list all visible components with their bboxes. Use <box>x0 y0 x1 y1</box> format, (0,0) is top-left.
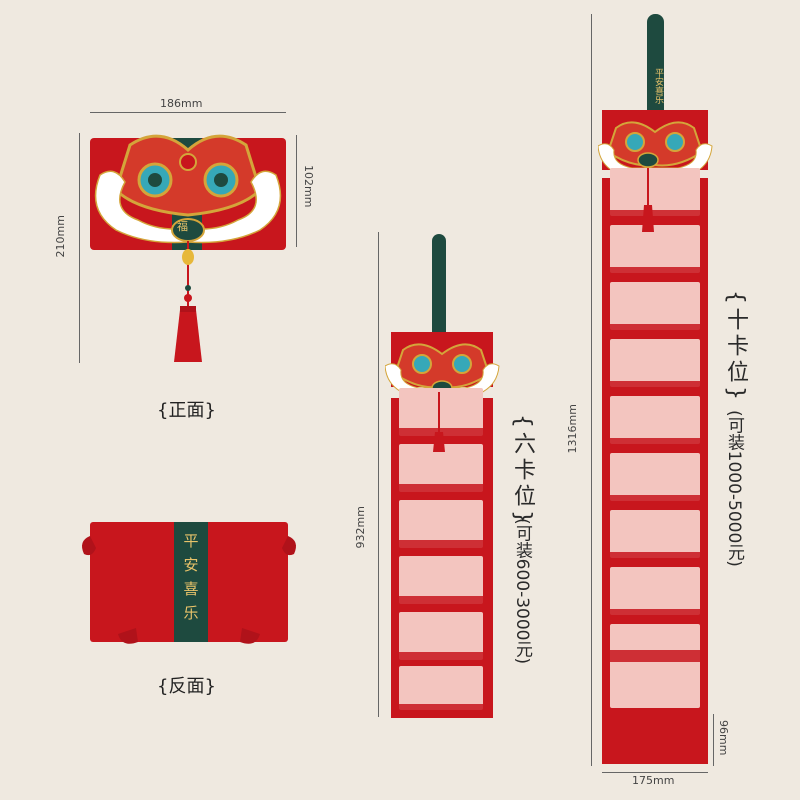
six-subtitle: (可装600-3000元) <box>512 518 532 665</box>
back-caption: {反面} <box>157 676 216 697</box>
front-height-label: 102mm <box>302 165 315 208</box>
front-seal-char: 福 <box>177 220 188 233</box>
ten-height-line <box>591 14 592 766</box>
ten-bottom-label: 96mm <box>717 720 730 756</box>
ten-bottom-line <box>713 714 714 766</box>
ten-strip-image <box>598 110 713 764</box>
ten-title: {十卡位} <box>723 290 748 404</box>
back-band-text: 平 安 喜 乐 <box>174 530 208 623</box>
front-envelope-image <box>90 134 286 362</box>
front-total-height-line <box>79 133 80 363</box>
front-caption: {正面} <box>157 400 216 421</box>
six-notes <box>399 388 483 710</box>
band-char: 乐 <box>183 604 199 622</box>
back-envelope-image <box>82 522 296 644</box>
band-char: 平 <box>183 532 199 550</box>
six-stick <box>432 234 446 338</box>
ten-stick <box>647 14 664 124</box>
ten-width-line <box>602 772 708 773</box>
ten-height-label: 1316mm <box>566 404 579 454</box>
front-width-label: 186mm <box>160 97 203 110</box>
ten-subtitle: (可装1000-5000元) <box>724 410 744 567</box>
band-char: 喜 <box>183 580 199 598</box>
front-width-line <box>90 112 286 113</box>
ten-stick-text: 平安喜乐 <box>653 68 663 104</box>
six-height-line <box>378 232 379 717</box>
six-height-label: 932mm <box>354 506 367 549</box>
six-title: {六卡位} <box>510 414 535 528</box>
front-total-height-label: 210mm <box>54 215 67 258</box>
six-strip-image <box>385 332 500 718</box>
ten-width-label: 175mm <box>632 774 675 787</box>
front-height-line <box>296 135 297 247</box>
band-char: 安 <box>183 556 199 574</box>
